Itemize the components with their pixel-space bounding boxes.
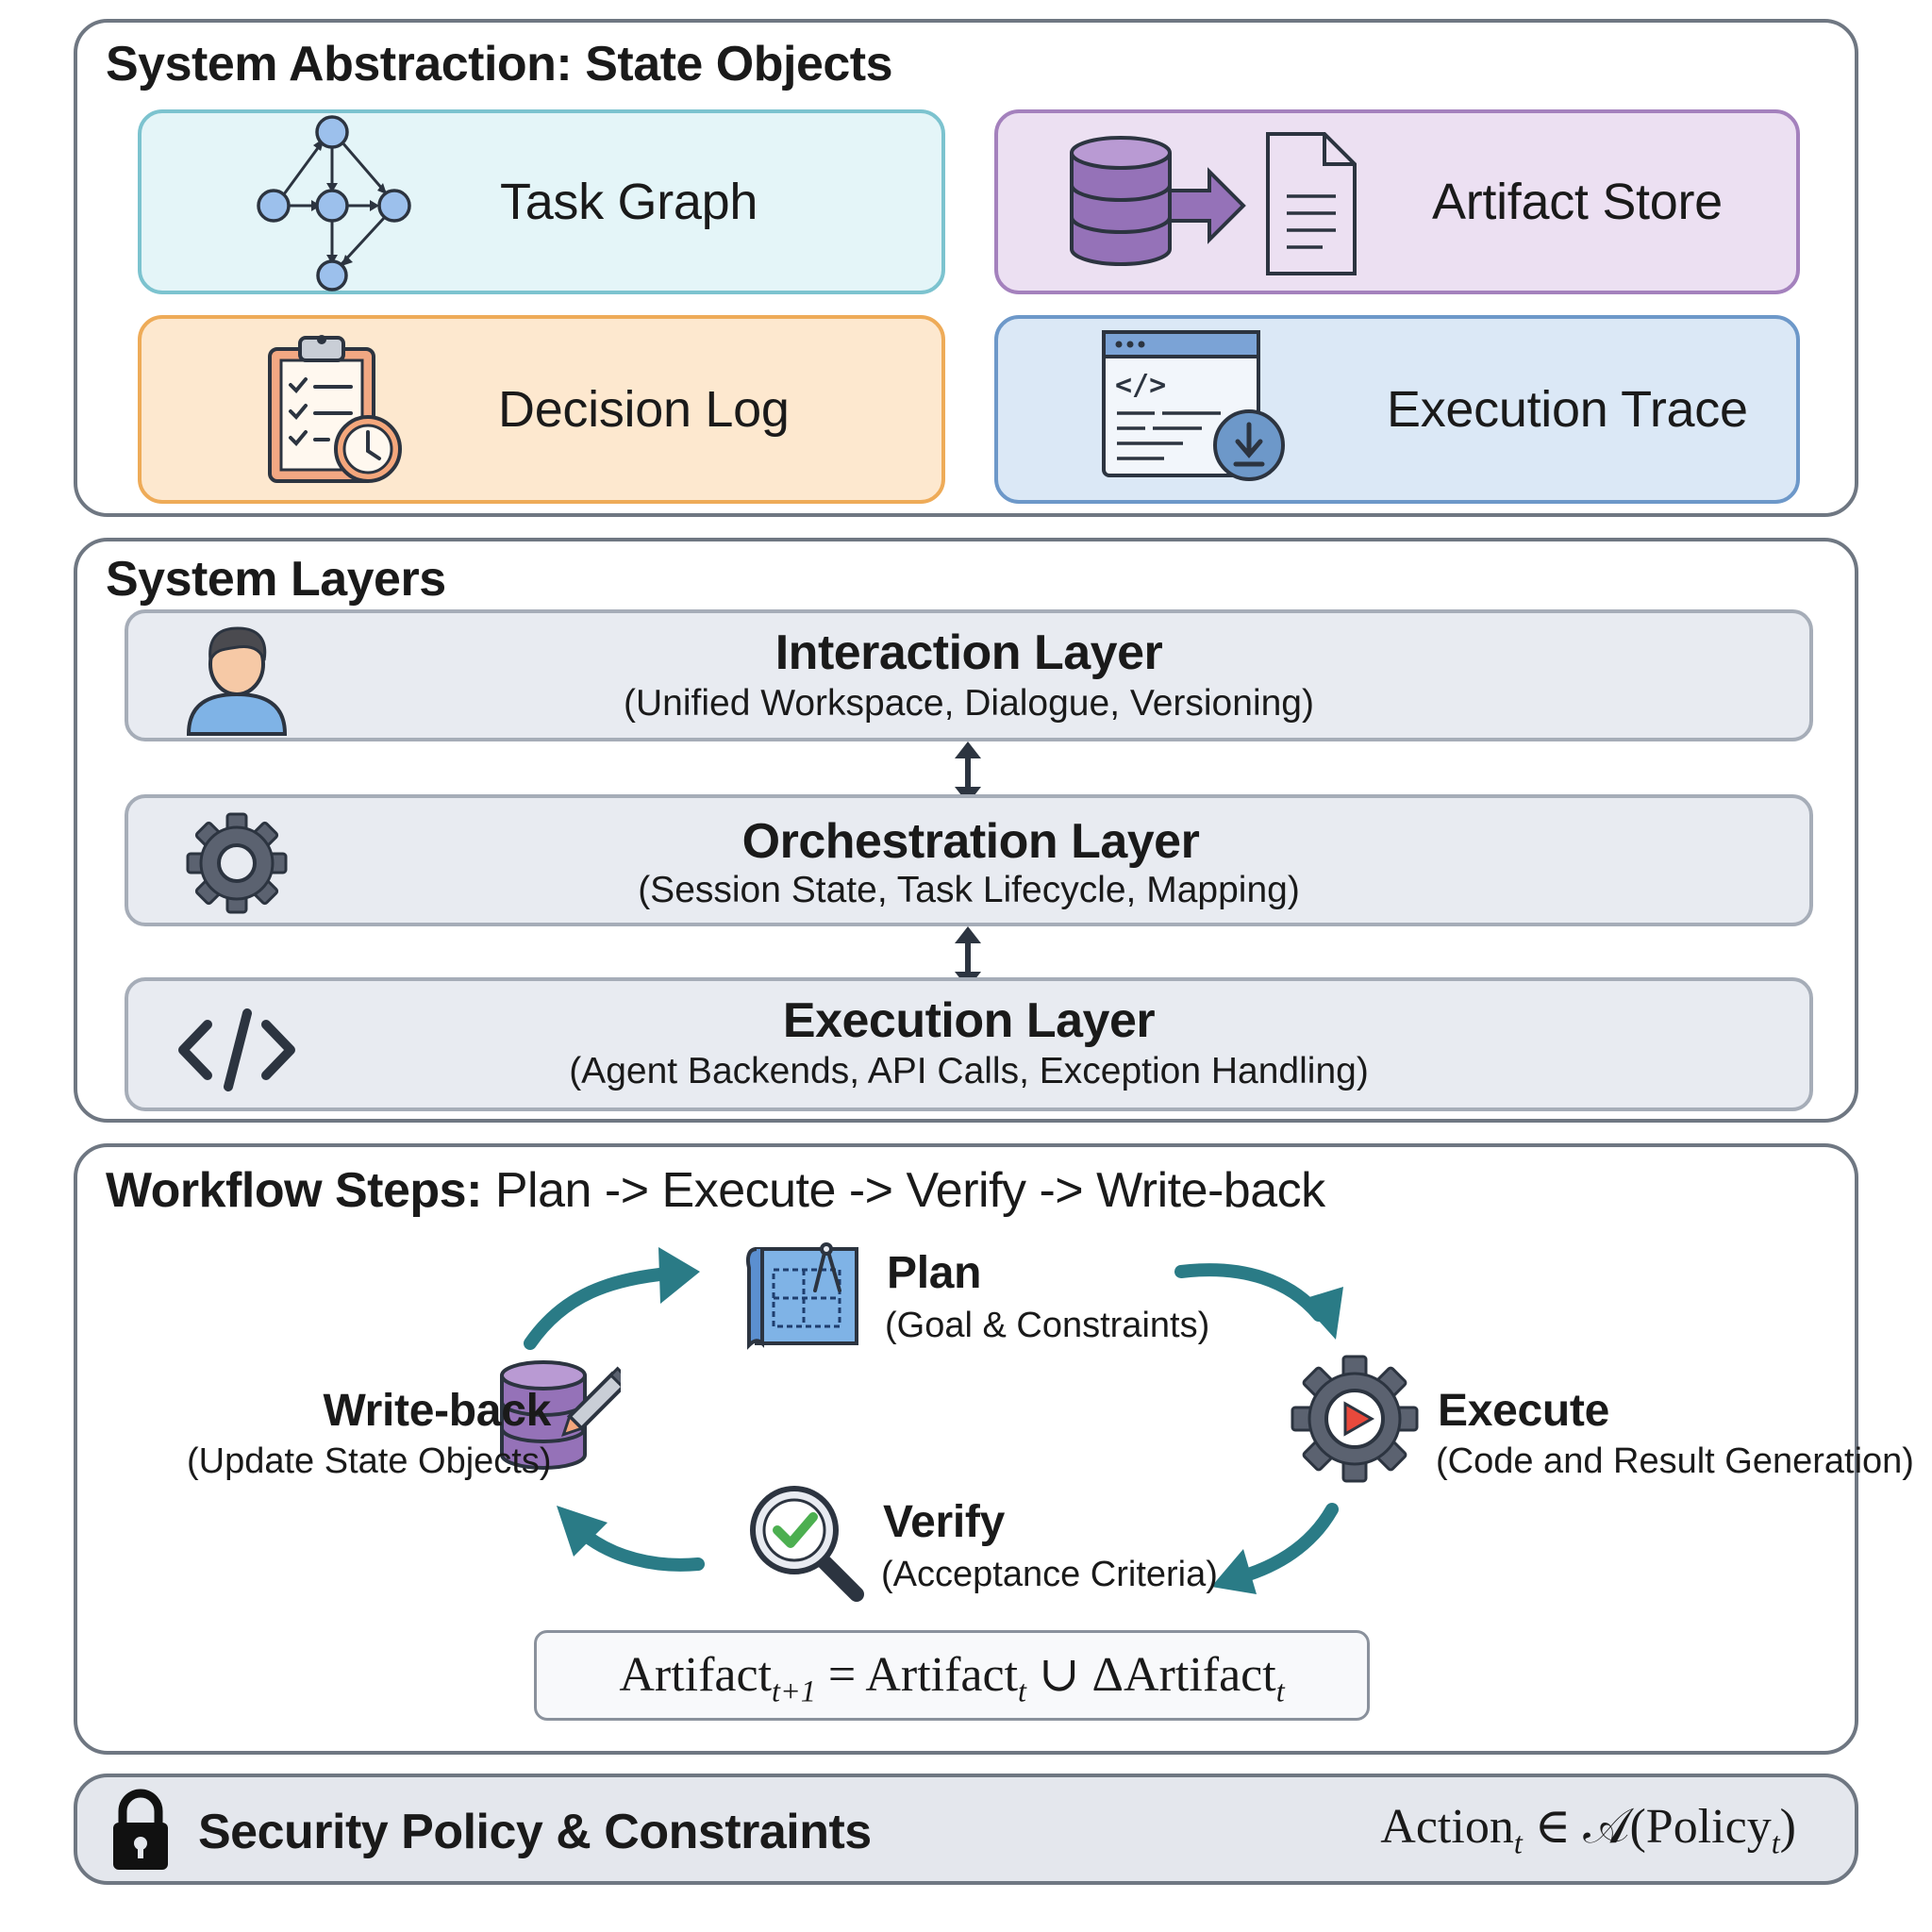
security-label: Security Policy & Constraints: [198, 1805, 872, 1859]
database-to-document-icon: [1070, 132, 1357, 275]
gear-play-icon: [1291, 1355, 1419, 1483]
interaction-layer[interactable]: Interaction Layer (Unified Workspace, Di…: [125, 609, 1813, 741]
plan-step-title: Plan: [887, 1248, 982, 1298]
user-icon: [186, 626, 288, 736]
blueprint-icon: [746, 1242, 858, 1350]
workflow-title-sequence: Plan -> Execute -> Verify -> Write-back: [494, 1163, 1325, 1218]
state-objects-panel: System Abstraction: State Objects: [74, 19, 1858, 517]
execution-layer-title: Execution Layer: [782, 993, 1156, 1048]
writeback-step-subtitle: (Update State Objects): [187, 1441, 552, 1481]
security-formula: Actiont ∈ 𝒜(Policyt): [1380, 1798, 1796, 1860]
execute-step-subtitle: (Code and Result Generation): [1436, 1441, 1914, 1481]
task-graph-card[interactable]: Task Graph: [138, 109, 945, 294]
security-formula-close: ): [1779, 1800, 1796, 1854]
artifact-store-card[interactable]: Artifact Store: [994, 109, 1800, 294]
security-formula-policy-set: ∈ 𝒜(Policy: [1522, 1800, 1772, 1854]
formula-subscript-next: t+1: [772, 1674, 816, 1708]
artifact-store-label: Artifact Store: [1432, 174, 1723, 230]
execute-step-title: Execute: [1438, 1386, 1610, 1436]
verify-step-subtitle: (Acceptance Criteria): [881, 1555, 1218, 1594]
database-edit-icon: [500, 1360, 621, 1470]
lock-icon: [113, 1789, 168, 1870]
orchestration-layer-title: Orchestration Layer: [741, 814, 1200, 869]
code-icon: [178, 1008, 295, 1091]
svg-text:</>: </>: [1115, 369, 1166, 402]
gear-icon: [186, 812, 288, 914]
formula-artifact-term: Artifact: [1124, 1648, 1276, 1702]
workflow-title-bold: Workflow Steps:: [106, 1163, 482, 1218]
security-formula-subscript: t: [1513, 1825, 1523, 1860]
state-objects-title: System Abstraction: State Objects: [106, 37, 893, 92]
workflow-cycle-arrows: [524, 1247, 1343, 1594]
clipboard-clock-icon: [268, 335, 402, 483]
system-layers-panel: System Layers Interaction Layer (Unified…: [74, 538, 1858, 1123]
execution-trace-label: Execution Trace: [1387, 381, 1748, 438]
formula-equals: =: [815, 1648, 866, 1702]
formula-artifact-term: Artifact: [619, 1648, 773, 1702]
security-formula-subscript: t: [1771, 1825, 1780, 1860]
task-graph-icon: [257, 115, 411, 291]
formula-subscript-t: t: [1275, 1674, 1285, 1708]
writeback-step-title: Write-back: [323, 1386, 551, 1436]
code-window-download-icon: </>: [1102, 330, 1285, 481]
decision-log-label: Decision Log: [498, 381, 790, 438]
workflow-title: Workflow Steps: Plan -> Execute -> Verif…: [106, 1162, 1325, 1219]
formula-subscript-t: t: [1018, 1674, 1026, 1708]
system-layers-title: System Layers: [106, 552, 446, 607]
execution-layer[interactable]: Execution Layer (Agent Backends, API Cal…: [125, 977, 1813, 1111]
security-formula-action: Action: [1380, 1800, 1514, 1854]
magnifier-check-icon: [750, 1486, 864, 1602]
orchestration-layer-subtitle: (Session State, Task Lifecycle, Mapping): [638, 870, 1300, 910]
orchestration-layer[interactable]: Orchestration Layer (Session State, Task…: [125, 794, 1813, 926]
interaction-layer-subtitle: (Unified Workspace, Dialogue, Versioning…: [624, 683, 1314, 724]
task-graph-label: Task Graph: [500, 174, 758, 230]
plan-step-subtitle: (Goal & Constraints): [885, 1306, 1210, 1345]
formula-artifact-term: Artifact: [865, 1648, 1019, 1702]
execution-trace-card[interactable]: </> Execution Trace: [994, 315, 1800, 504]
artifact-update-formula: Artifactt+1 = Artifactt ∪ ΔArtifactt: [534, 1630, 1370, 1721]
security-panel: Security Policy & Constraints Actiont ∈ …: [74, 1774, 1858, 1885]
verify-step-title: Verify: [883, 1497, 1005, 1547]
interaction-layer-title: Interaction Layer: [774, 625, 1163, 680]
workflow-panel: Workflow Steps: Plan -> Execute -> Verif…: [74, 1143, 1914, 1755]
decision-log-card[interactable]: Decision Log: [138, 315, 945, 504]
execution-layer-subtitle: (Agent Backends, API Calls, Exception Ha…: [569, 1051, 1369, 1091]
formula-union-delta: ∪ Δ: [1025, 1648, 1124, 1702]
